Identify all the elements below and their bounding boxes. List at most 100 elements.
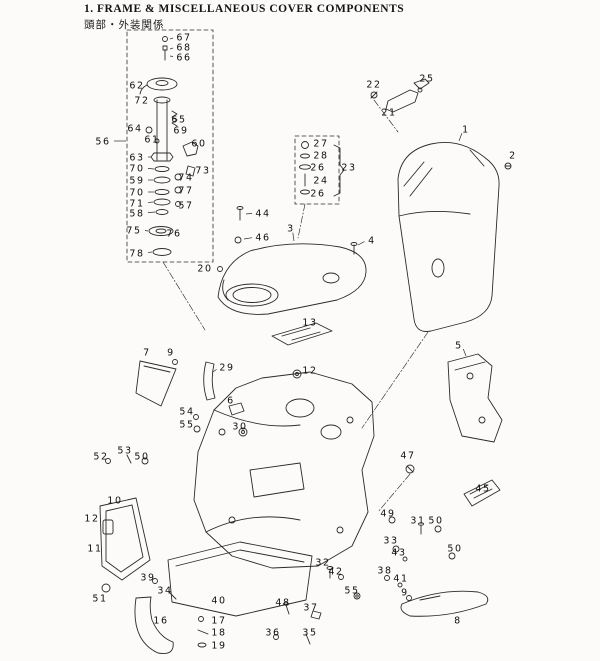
- part-number-label: 35: [302, 628, 317, 639]
- leader-line: [147, 211, 156, 213]
- part-number-label: 49: [380, 509, 395, 520]
- part-number-label: 70: [129, 164, 144, 175]
- leader-line: [169, 37, 174, 40]
- part-number-label: 60: [191, 139, 206, 150]
- page-title: 1. FRAME & MISCELLANEOUS COVER COMPONENT…: [84, 3, 405, 15]
- label-plate: [463, 479, 501, 507]
- part-number-label: 52: [93, 452, 108, 463]
- part-number-label: 47: [400, 451, 415, 462]
- part-number-label: 6: [227, 396, 235, 407]
- leader-line: [147, 251, 153, 253]
- part-number-label: 10: [107, 496, 122, 507]
- part-number-label: 59: [129, 176, 144, 187]
- leader-line: [169, 47, 174, 50]
- part-number-label: 26: [310, 163, 325, 174]
- part-number-label: 55: [344, 586, 359, 597]
- mount-bracket: [370, 78, 430, 113]
- part-number-label: 58: [129, 209, 144, 220]
- main-frame: [167, 371, 375, 617]
- part-number-label: 63: [129, 153, 144, 164]
- part-number-label: 12: [84, 514, 99, 525]
- part-number-label: 65: [171, 115, 186, 126]
- part-number-label: 22: [366, 80, 381, 91]
- construction-lines: [162, 99, 429, 513]
- part-number-label: 25: [419, 74, 434, 85]
- part-number-label: 75: [126, 226, 141, 237]
- part-number-label: 9: [167, 348, 175, 359]
- part-number-label: 77: [178, 186, 193, 197]
- rear-stay-bracket: [447, 353, 503, 443]
- part-number-label: 1: [462, 125, 470, 136]
- part-number-label: 73: [195, 166, 210, 177]
- part-number-label: 78: [129, 249, 144, 260]
- part-number-label: 26: [310, 189, 325, 200]
- part-number-label: 69: [173, 126, 188, 137]
- part-number-label: 19: [211, 641, 226, 652]
- part-number-label: 50: [428, 516, 443, 527]
- part-number-label: 51: [92, 594, 107, 605]
- part-number-label: 55: [179, 420, 194, 431]
- diagram-line-art: [99, 29, 512, 654]
- page-subtitle-japanese: 頭部・外装関係: [84, 19, 165, 31]
- leader-line: [147, 201, 154, 203]
- part-number-label: 11: [87, 544, 102, 555]
- part-number-label: 64: [127, 124, 142, 135]
- part-number-label: 72: [134, 96, 149, 107]
- leader-line: [212, 368, 217, 373]
- part-number-label: 2: [509, 151, 517, 162]
- leader-line: [245, 213, 253, 215]
- grip-handle: [134, 596, 174, 654]
- part-number-label: 46: [255, 233, 270, 244]
- leader-line: [147, 168, 155, 170]
- side-plate: [135, 359, 178, 407]
- part-number-label: 39: [140, 573, 155, 584]
- part-number-label: 62: [129, 81, 144, 92]
- part-number-label: 54: [179, 407, 194, 418]
- rear-cover: [397, 141, 512, 332]
- part-number-label: 67: [176, 33, 191, 44]
- part-number-label: 28: [313, 151, 328, 162]
- part-number-label: 50: [447, 544, 462, 555]
- bottom-cover: [400, 590, 489, 617]
- part-number-label: 50: [134, 452, 149, 463]
- part-number-label: 17: [211, 616, 226, 627]
- leader-line: [462, 348, 467, 357]
- steering-shaft-assembly: [126, 29, 214, 263]
- part-number-label: 4: [368, 236, 376, 247]
- leader-line: [169, 55, 174, 57]
- part-number-label: 57: [178, 201, 193, 212]
- part-number-label: 56: [95, 137, 110, 148]
- part-number-label: 7: [143, 348, 151, 359]
- part-number-label: 31: [410, 516, 425, 527]
- part-number-label: 40: [211, 596, 226, 607]
- part-number-label: 9: [401, 588, 409, 599]
- part-number-label: 16: [153, 616, 168, 627]
- part-number-label: 30: [232, 422, 247, 433]
- top-cowl: [217, 243, 367, 315]
- part-number-label: 27: [313, 139, 328, 150]
- leader-line: [458, 133, 463, 142]
- part-number-label: 42: [328, 567, 343, 578]
- part-number-label: 34: [157, 586, 172, 597]
- part-number-label: 12: [302, 366, 317, 377]
- part-number-label: 71: [129, 199, 144, 210]
- stay-bracket: [203, 361, 302, 401]
- part-number-label: 5: [455, 341, 463, 352]
- part-number-label: 38: [377, 566, 392, 577]
- part-number-label: 33: [383, 536, 398, 547]
- part-number-label: 37: [303, 603, 318, 614]
- seal-kit-group: [294, 135, 345, 205]
- part-number-label: 24: [313, 176, 328, 187]
- part-number-label: 20: [197, 264, 212, 275]
- leader-line: [243, 237, 253, 240]
- leader-line: [144, 230, 149, 232]
- part-number-label: 48: [275, 598, 290, 609]
- part-number-label: 70: [129, 188, 144, 199]
- part-number-label: 21: [381, 108, 396, 119]
- part-number-label: 8: [454, 616, 462, 627]
- part-number-label: 43: [391, 548, 406, 559]
- leader-line: [357, 241, 365, 246]
